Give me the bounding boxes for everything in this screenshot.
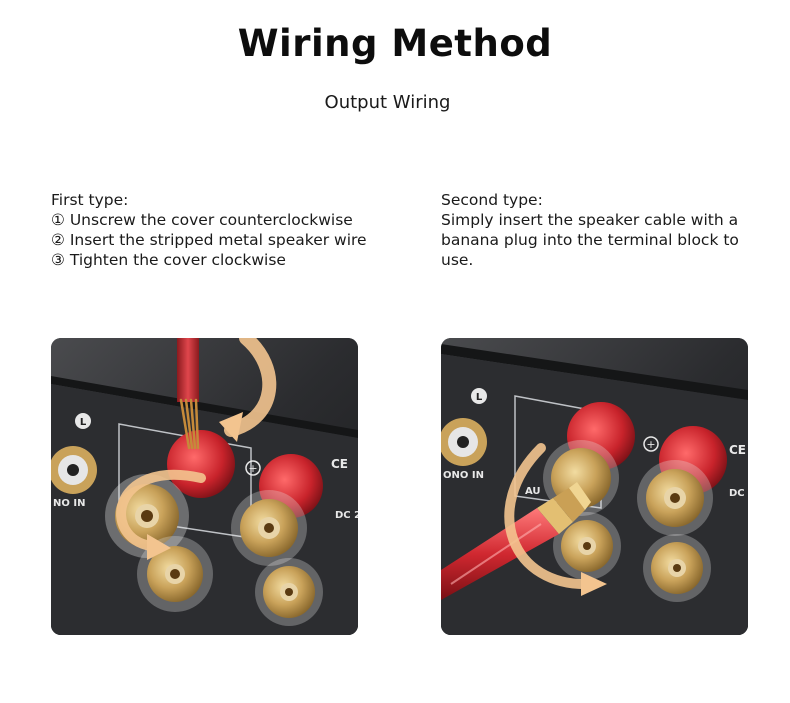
- photo-banana-plug-terminal: L ONO IN AU CE DC 2 +: [441, 338, 748, 635]
- banana-plug: [441, 482, 591, 600]
- binding-post: [553, 512, 621, 580]
- first-type-step-1: ① Unscrew the cover counterclockwise: [51, 211, 353, 229]
- insert-arrow: [504, 443, 596, 590]
- rotate-arrow: [224, 338, 277, 437]
- bare-wire-illustration: L NO IN CE DC 2 +: [51, 338, 358, 635]
- first-type-heading: First type:: [51, 191, 129, 209]
- left-dc-label: DC 2: [335, 510, 358, 521]
- left-mono-in-label: NO IN: [53, 498, 85, 509]
- first-type-instructions: First type: ① Unscrew the cover counterc…: [51, 190, 401, 270]
- speaker-wire: [177, 338, 199, 402]
- binding-post: [255, 558, 323, 626]
- page-subtitle: Output Wiring: [324, 92, 451, 113]
- second-type-instructions: Second type: Simply insert the speaker c…: [441, 190, 751, 270]
- second-type-heading: Second type:: [441, 191, 543, 209]
- right-aux-label: AU: [525, 486, 541, 497]
- binding-post: [231, 490, 307, 566]
- photo-bare-wire-terminal: L NO IN CE DC 2 +: [51, 338, 358, 635]
- arrow-head-icon: [581, 572, 607, 596]
- copper-strands: [179, 398, 200, 450]
- left-l-label: L: [80, 417, 87, 428]
- l-badge: [75, 413, 91, 429]
- binding-post: [643, 534, 711, 602]
- arrow-head-icon: [147, 534, 171, 560]
- left-ce-label: CE: [331, 457, 348, 471]
- first-type-step-3: ③ Tighten the cover clockwise: [51, 251, 286, 269]
- rotate-arrow: [116, 469, 206, 551]
- svg-text:+: +: [646, 438, 655, 451]
- second-type-description: Simply insert the speaker cable with a b…: [441, 211, 739, 269]
- right-dc-label: DC 2: [729, 488, 748, 499]
- right-ce-label: CE: [729, 443, 746, 457]
- right-mono-in-label: ONO IN: [443, 470, 484, 481]
- first-type-step-2: ② Insert the stripped metal speaker wire: [51, 231, 367, 249]
- arrow-head-icon: [219, 412, 243, 442]
- binding-post: [637, 460, 713, 536]
- right-l-label: L: [476, 392, 483, 403]
- banana-plug-illustration: L ONO IN AU CE DC 2 +: [441, 338, 748, 635]
- page-title: Wiring Method: [237, 22, 553, 65]
- svg-text:+: +: [248, 462, 257, 475]
